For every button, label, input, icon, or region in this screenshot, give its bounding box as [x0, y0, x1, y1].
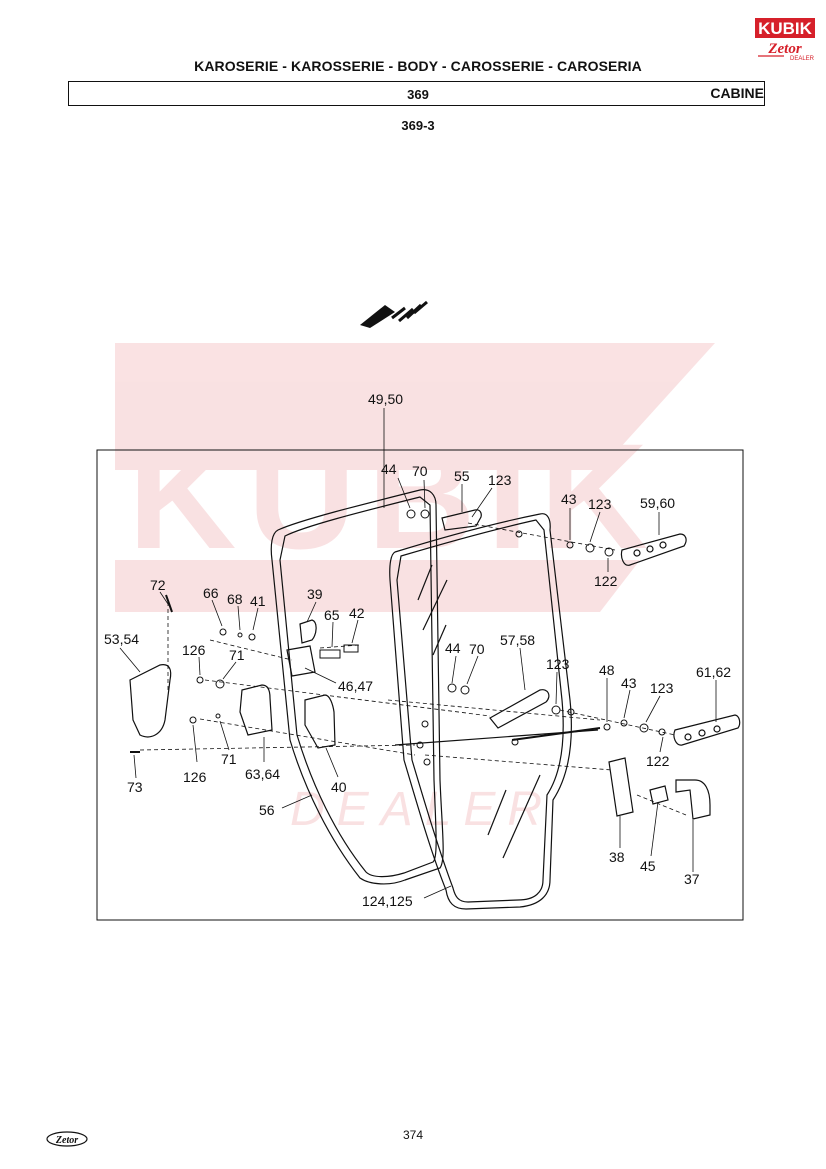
callout-label: 46,47 — [338, 678, 373, 694]
callout-label: 49,50 — [368, 391, 403, 407]
callout-label: 70 — [469, 641, 485, 657]
callout-label: 44 — [445, 640, 461, 656]
callout-label: 70 — [412, 463, 428, 479]
callout-label: 42 — [349, 605, 365, 621]
callout-label: 41 — [250, 593, 266, 609]
callout-label: 73 — [127, 779, 143, 795]
page-header-title: KAROSERIE - KAROSSERIE - BODY - CAROSSER… — [194, 58, 642, 74]
callout-label: 61,62 — [696, 664, 731, 680]
callout-label: 63,64 — [245, 766, 280, 782]
bushing-45 — [649, 785, 669, 805]
kubik-dealer-logo: KUBIK Zetor DEALER — [755, 18, 815, 62]
diagram-frame — [96, 449, 744, 921]
lock-63 — [239, 684, 273, 736]
callout-label: 122 — [646, 753, 670, 769]
callout-label: 45 — [640, 858, 656, 874]
callout-labels: 49,50 44 70 55 123 43 123 59,60 122 72 6… — [104, 391, 731, 909]
callout-label: 48 — [599, 662, 615, 678]
glass-door — [389, 513, 572, 910]
callout-label: 126 — [183, 769, 207, 785]
striker-38 — [608, 757, 634, 817]
callout-label: 126 — [182, 642, 206, 658]
callout-label: 123 — [488, 472, 512, 488]
callout-label: 40 — [331, 779, 347, 795]
door-frame-rear — [270, 489, 444, 885]
callout-label: 68 — [227, 591, 243, 607]
callout-label: 44 — [381, 461, 397, 477]
handle-53 — [129, 664, 172, 738]
callout-label: 71 — [229, 647, 245, 663]
callout-label: 124,125 — [362, 893, 413, 909]
hinge-bracket-upper — [620, 533, 687, 566]
callout-label: 56 — [259, 802, 275, 818]
callout-label: 123 — [588, 496, 612, 512]
callout-label: 72 — [150, 577, 166, 593]
plate-46 — [286, 645, 316, 677]
callout-label: 43 — [561, 491, 577, 507]
knob-39 — [299, 619, 317, 644]
svg-text:DEALER: DEALER — [790, 56, 815, 62]
zetor-footer-logo: Zetor — [46, 1131, 88, 1147]
stay-arm — [489, 689, 550, 729]
section-name: CABINE — [710, 85, 764, 101]
callout-label: 37 — [684, 871, 700, 887]
callout-label: 66 — [203, 585, 219, 601]
watermark: KUBIK DEALER — [115, 343, 715, 836]
svg-text:KUBIK: KUBIK — [128, 412, 648, 580]
hinge-upper — [441, 509, 482, 531]
svg-text:Zetor: Zetor — [767, 41, 801, 57]
plate-40 — [304, 694, 336, 749]
callout-label: 123 — [650, 680, 674, 696]
svg-text:DEALER: DEALER — [290, 783, 554, 836]
hinge-bracket-lower — [673, 714, 741, 746]
svg-text:Zetor: Zetor — [55, 1135, 78, 1146]
callout-label: 38 — [609, 849, 625, 865]
callout-label: 39 — [307, 586, 323, 602]
section-number: 369 — [407, 87, 429, 102]
svg-text:KUBIK: KUBIK — [758, 19, 813, 38]
callout-label: 71 — [221, 751, 237, 767]
callout-label: 122 — [594, 573, 618, 589]
callout-label: 59,60 — [640, 495, 675, 511]
direction-arrow — [360, 300, 428, 328]
callout-label: 43 — [621, 675, 637, 691]
handle-37 — [675, 779, 711, 820]
callout-label: 53,54 — [104, 631, 139, 647]
callout-label: 55 — [454, 468, 470, 484]
page-number: 374 — [402, 1128, 424, 1142]
callout-label: 123 — [546, 656, 570, 672]
subsection-number: 369-3 — [401, 118, 435, 133]
callout-label: 57,58 — [500, 632, 535, 648]
section-header-box — [68, 81, 765, 106]
callout-label: 65 — [324, 607, 340, 623]
